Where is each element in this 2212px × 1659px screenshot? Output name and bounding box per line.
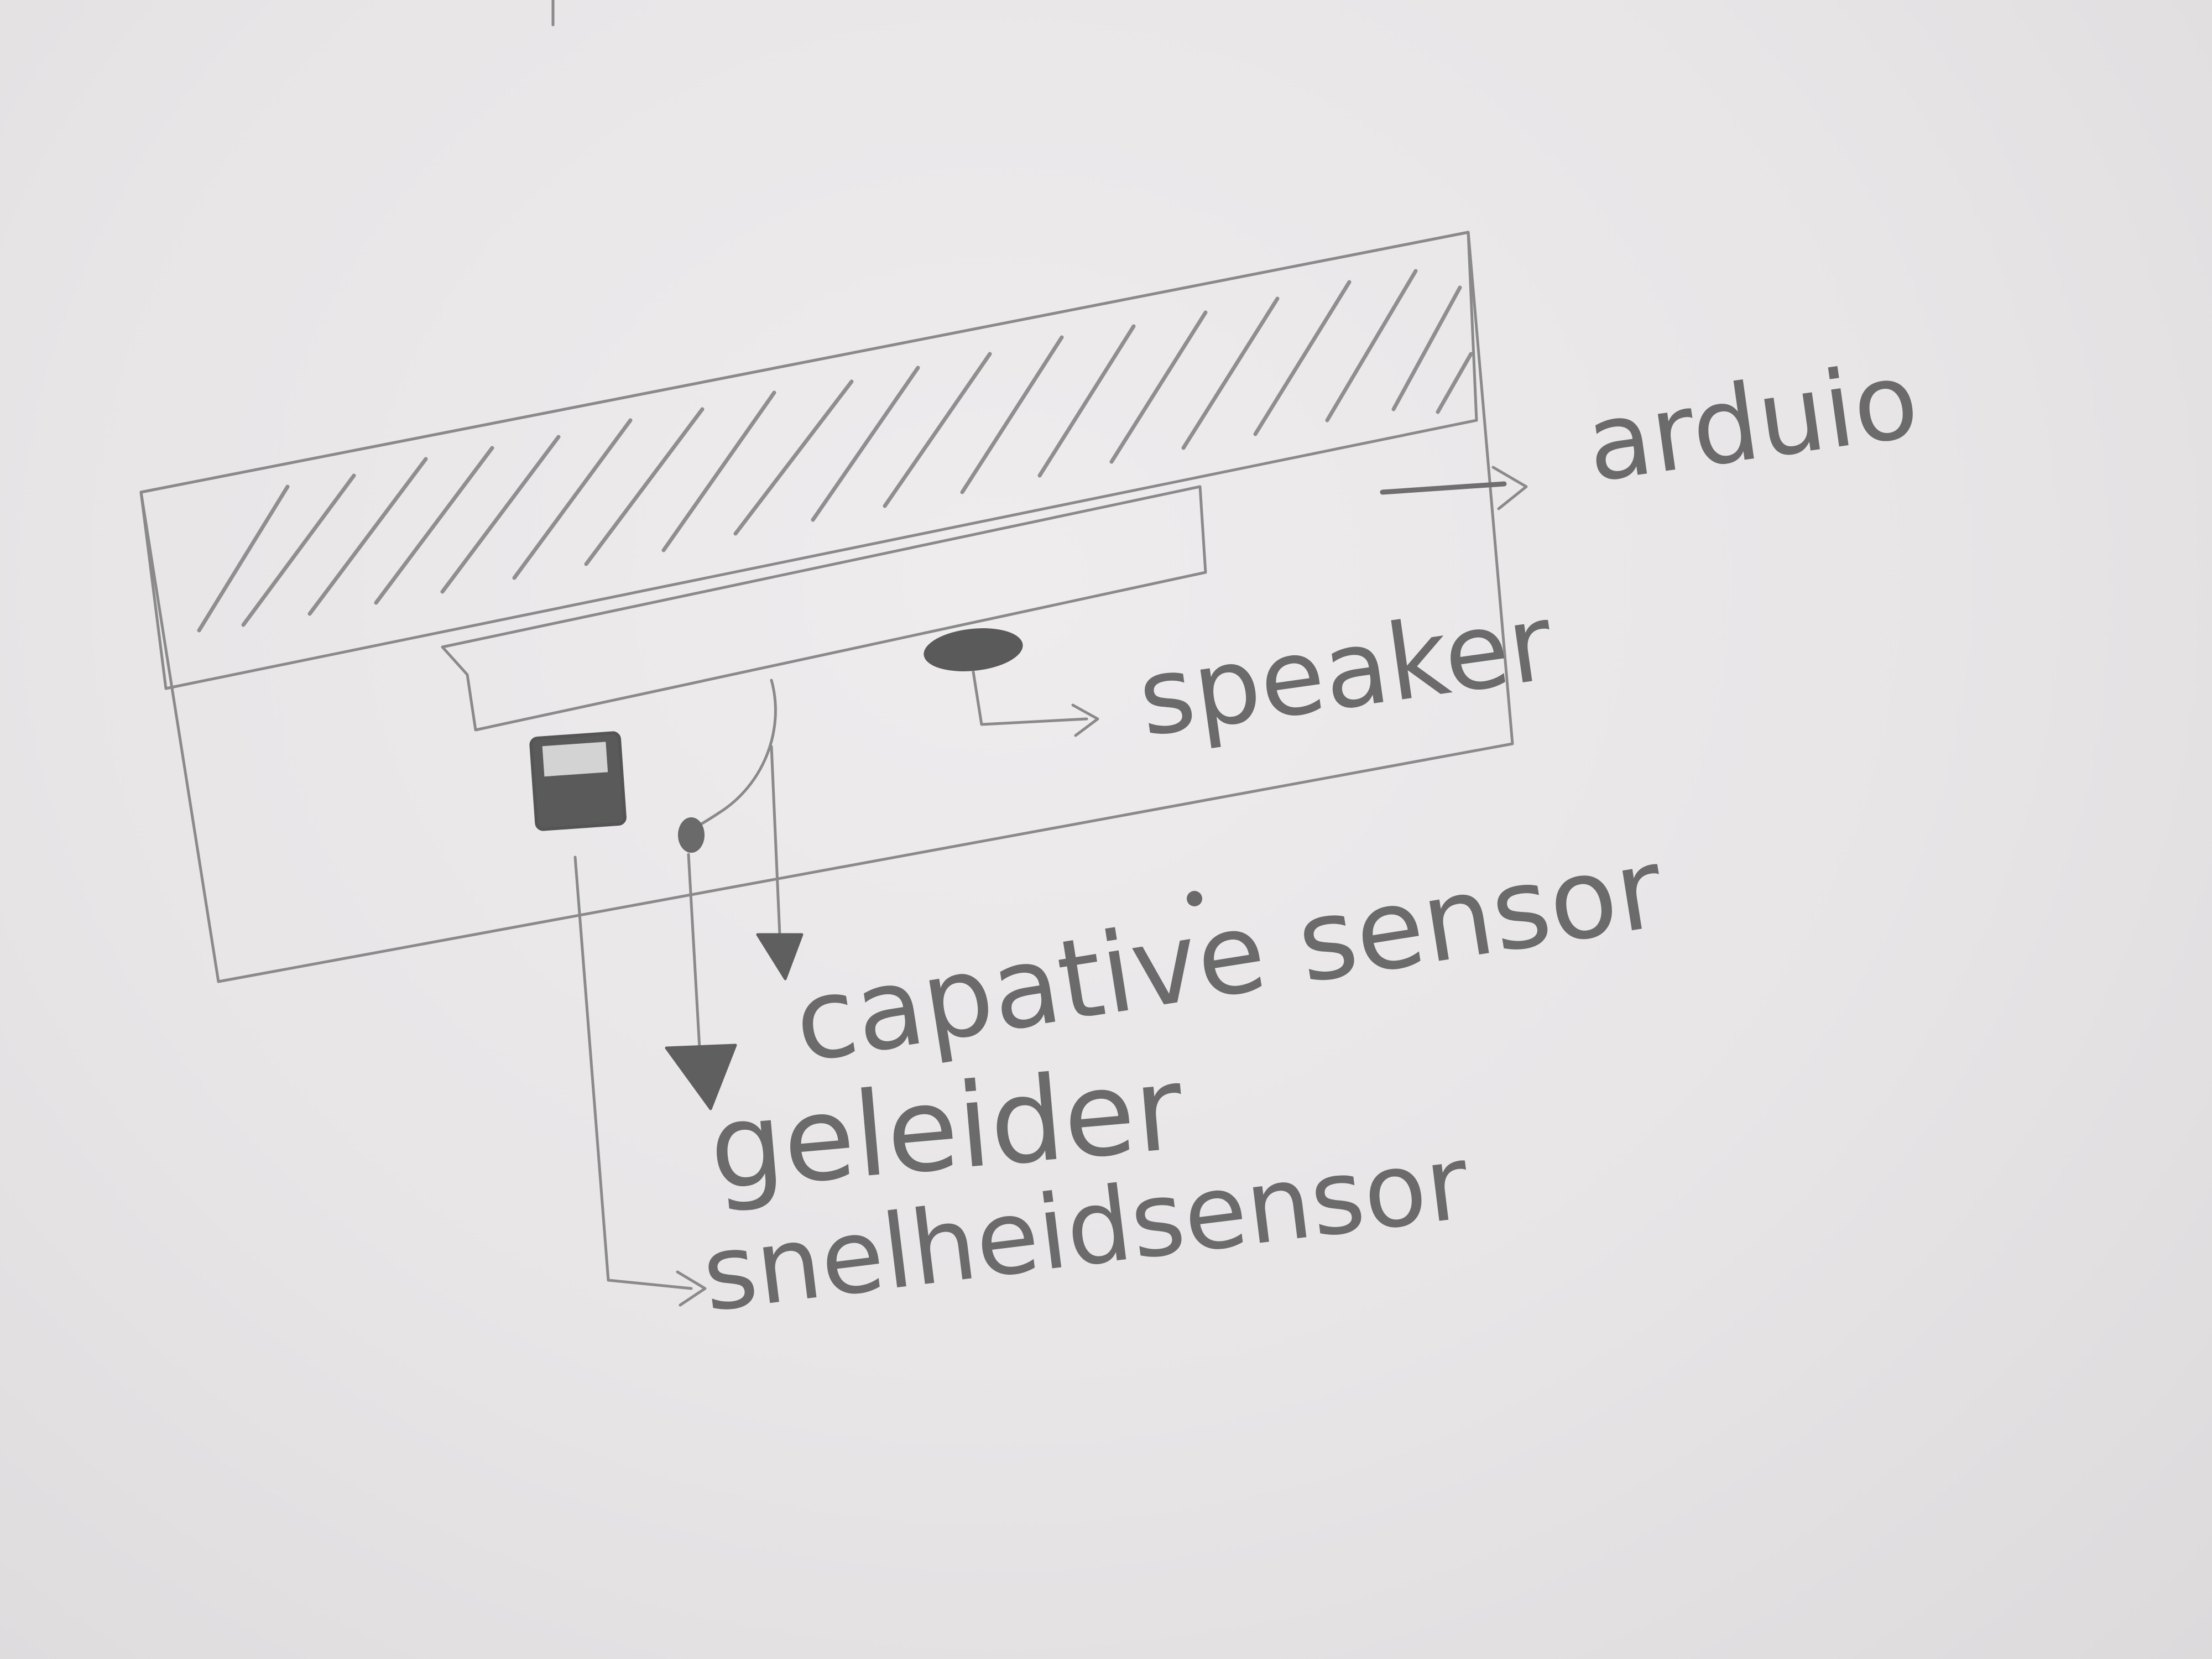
arduino-arrow: [1383, 484, 1504, 492]
speaker-arrow: [973, 672, 1087, 724]
conductor-wire: [688, 680, 775, 832]
conductor-blob: [678, 817, 705, 853]
outer-box: [141, 232, 1512, 982]
label-capacitive-sensor: capative sensor: [786, 823, 1672, 1088]
label-arduino: arduio: [1579, 338, 1926, 506]
label-speaker: speaker: [1131, 581, 1561, 760]
arduino-arrowhead: [1493, 467, 1526, 509]
speed-sensor-block: [531, 733, 625, 830]
capacitive-arrow-line: [771, 747, 780, 935]
hatch-lines: [199, 271, 1471, 630]
speed-sensor-arrow: [575, 857, 691, 1288]
conductor-arrow-line: [688, 854, 700, 1048]
